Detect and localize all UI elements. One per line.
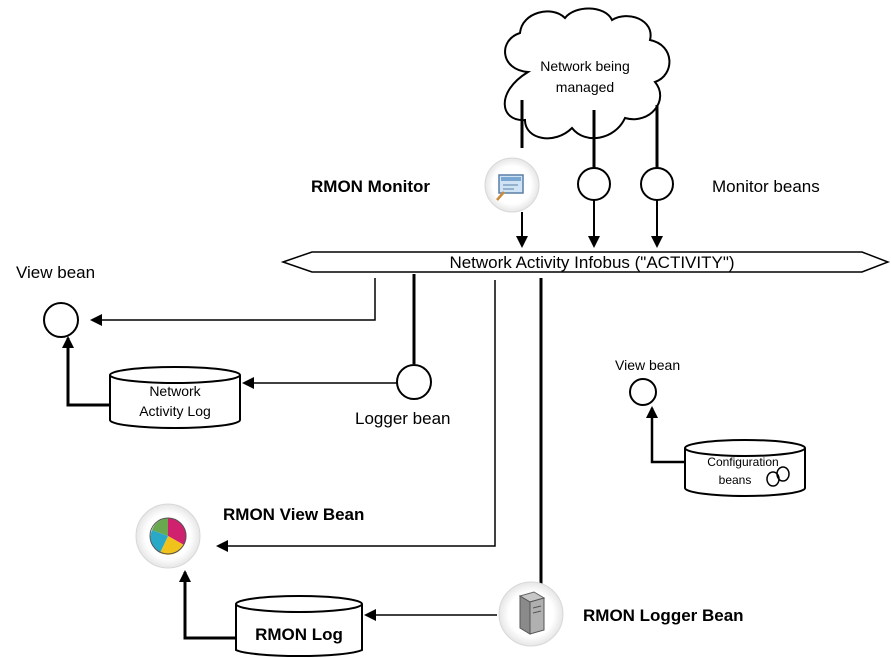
- configuration-beans[interactable]: Configuration beans: [684, 439, 806, 497]
- bean-chain-icon: [766, 466, 790, 487]
- infobus-label: Network Activity Infobus ("ACTIVITY"): [449, 253, 734, 272]
- cloud-label-line1: Network being: [540, 58, 630, 74]
- log-to-view-bean-line: [62, 336, 110, 407]
- managed-network-cloud: Network being managed: [503, 7, 671, 140]
- cloud-connectors: [520, 100, 659, 168]
- monitor-arrows: [516, 200, 663, 248]
- network-log-line2: Activity Log: [139, 403, 211, 419]
- monitor-bean-1[interactable]: [577, 167, 611, 201]
- network-log-line1: Network: [149, 383, 201, 399]
- rmon-view-bean-label: RMON View Bean: [223, 505, 364, 524]
- rmon-logger-bean-node[interactable]: [498, 581, 564, 647]
- rmon-log-label: RMON Log: [255, 625, 343, 644]
- rmon-logger-bean-label: RMON Logger Bean: [583, 606, 744, 625]
- pie-chart-icon: [149, 517, 187, 555]
- infobus-to-view-bean-line: [90, 278, 376, 326]
- logger-bean-label: Logger bean: [355, 409, 450, 428]
- infobus-to-rmon-view-line: [216, 280, 496, 552]
- config-to-view-bean-line: [646, 406, 685, 464]
- configuration-line2: beans: [719, 473, 752, 487]
- cloud-label-line2: managed: [556, 79, 614, 95]
- view-bean-left[interactable]: [43, 302, 79, 338]
- network-activity-infobus: Network Activity Infobus ("ACTIVITY"): [280, 251, 891, 273]
- configuration-line1: Configuration: [707, 455, 778, 469]
- rmon-monitor-label: RMON Monitor: [311, 177, 430, 196]
- rmon-log[interactable]: RMON Log: [235, 595, 363, 658]
- monitor-beans-label: Monitor beans: [712, 177, 820, 196]
- view-bean-right-label: View bean: [615, 357, 680, 373]
- view-bean-right[interactable]: [629, 378, 657, 406]
- rmon-monitor-node[interactable]: [484, 157, 540, 213]
- monitor-bean-2[interactable]: [640, 167, 674, 201]
- rmon-view-bean-node[interactable]: [135, 503, 201, 569]
- server-tower-icon: [518, 591, 546, 635]
- view-bean-left-label: View bean: [16, 263, 95, 282]
- rmon-log-to-view-line: [179, 570, 236, 640]
- logger-bean[interactable]: [396, 364, 432, 400]
- network-activity-log[interactable]: Network Activity Log: [109, 366, 241, 429]
- monitor-screen-icon: [496, 174, 524, 201]
